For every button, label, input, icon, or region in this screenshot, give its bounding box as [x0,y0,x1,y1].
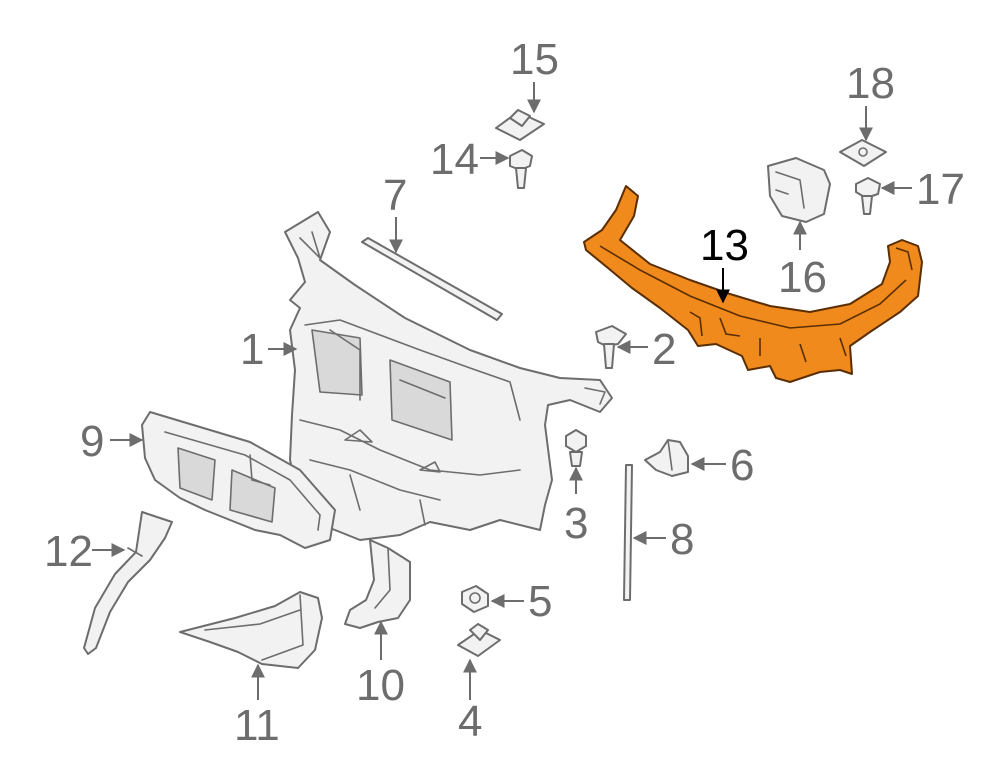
callout-18[interactable]: 18 [846,59,895,108]
part-16-cover[interactable] [767,157,831,223]
part-10-bracket[interactable] [344,539,411,629]
callout-1[interactable]: 1 [240,325,264,374]
callout-5[interactable]: 5 [528,577,552,626]
part-1-front-carrier[interactable] [284,211,613,541]
callout-3[interactable]: 3 [564,499,588,548]
callout-2[interactable]: 2 [652,325,676,374]
callout-16[interactable]: 16 [778,253,827,302]
callout-8[interactable]: 8 [670,515,694,564]
part-4-clip-nut[interactable] [457,623,501,657]
callout-14[interactable]: 14 [430,135,479,184]
callout-12[interactable]: 12 [44,527,93,576]
part-3-bolt[interactable] [565,429,587,467]
callout-9[interactable]: 9 [80,417,104,466]
part-15-clip-nut[interactable] [495,109,545,141]
part-9-air-duct[interactable] [141,411,336,549]
callout-11[interactable]: 11 [234,701,280,750]
callout-4[interactable]: 4 [458,697,482,746]
part-12-rod[interactable] [83,511,173,655]
callout-13[interactable]: 13 [700,221,749,270]
callout-17[interactable]: 17 [916,165,965,214]
part-14-screw[interactable] [509,149,533,189]
callout-6[interactable]: 6 [730,441,754,490]
callout-10[interactable]: 10 [356,661,405,710]
part-13-bumper-support[interactable] [583,185,923,383]
callout-7[interactable]: 7 [383,171,407,220]
leader-lines [92,82,912,700]
part-6-bracket[interactable] [644,439,689,477]
part-17-screw[interactable] [855,177,881,215]
part-7-seal-strip[interactable] [361,237,503,321]
part-5-nut[interactable] [461,585,489,613]
part-11-air-guide[interactable] [179,591,323,669]
part-18-clip[interactable] [839,139,887,167]
callout-15[interactable]: 15 [510,35,559,84]
part-8-side-seal[interactable] [623,464,633,601]
callout-labels: 1 2 3 4 5 6 7 8 9 10 11 12 13 14 15 16 1… [44,35,965,750]
